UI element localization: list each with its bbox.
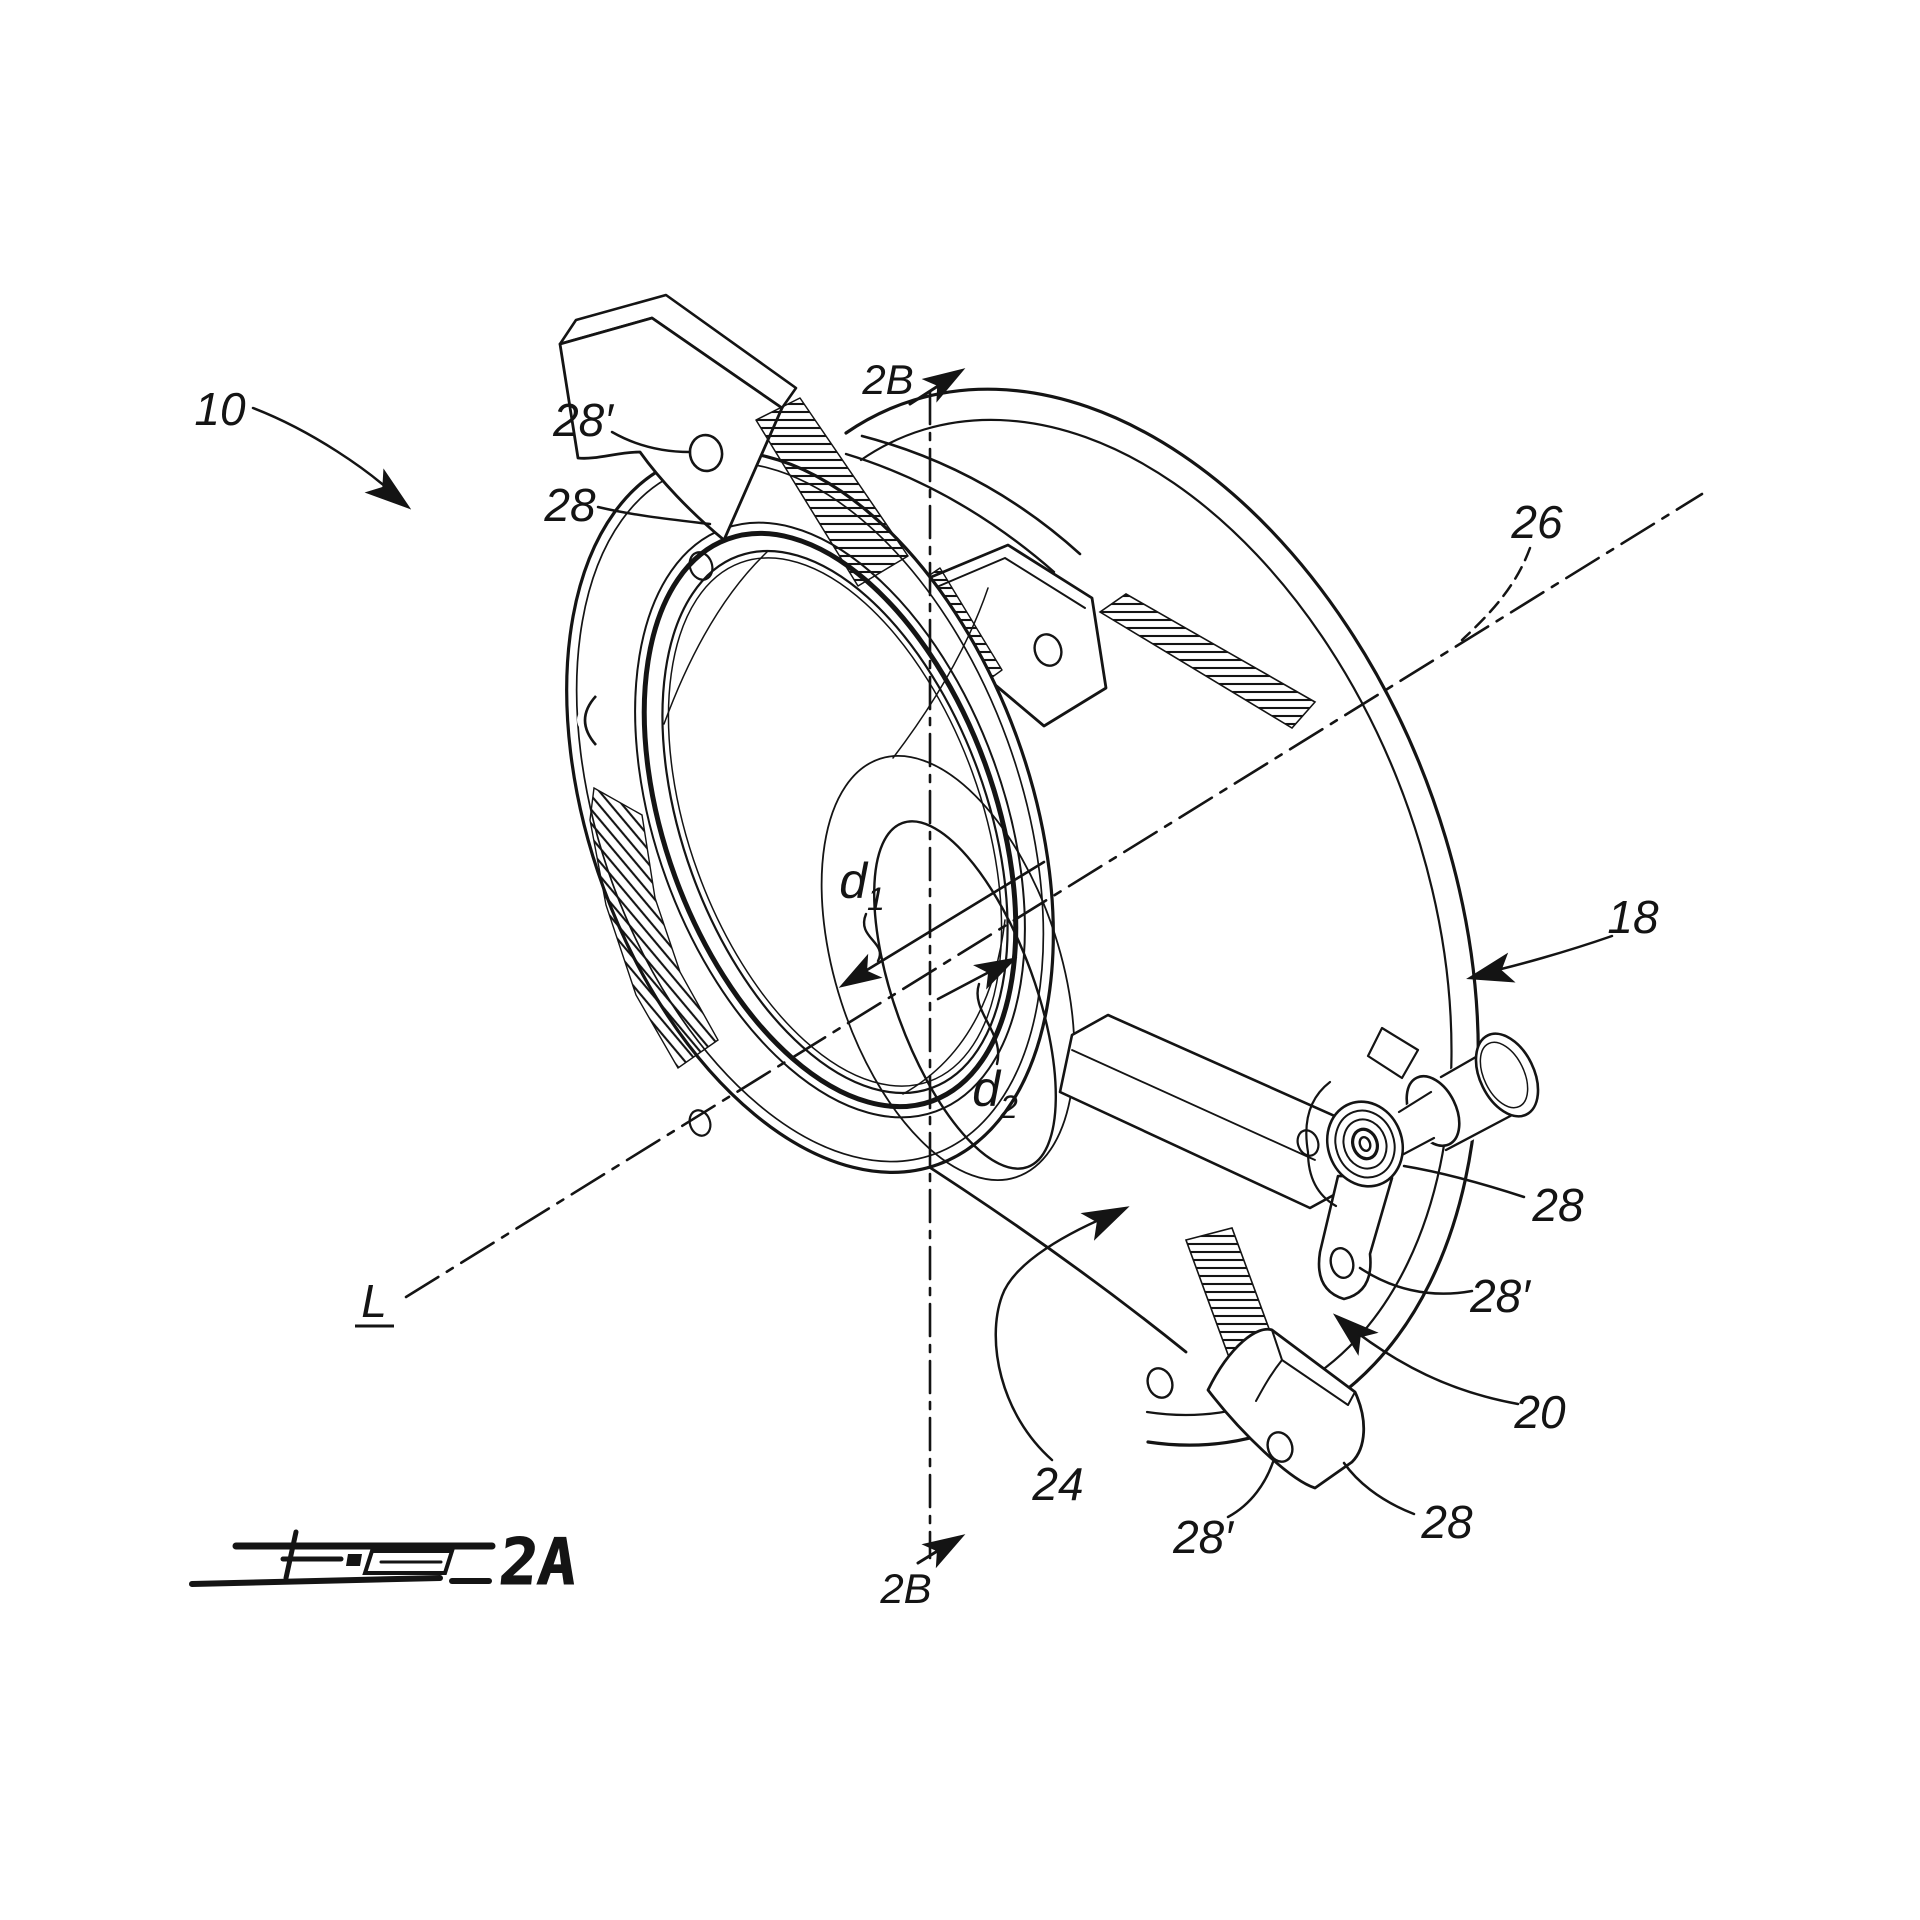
label-2b-bottom: 2B (879, 1565, 931, 1612)
leader-28-right (1402, 1164, 1526, 1199)
clamp-assembly (1058, 1013, 1540, 1301)
label-l-axis: L (361, 1275, 387, 1327)
bottom-mounting-lug (1206, 1327, 1366, 1490)
clamp-lever-arm (1317, 1174, 1394, 1301)
hatch-rear-upper (1098, 593, 1317, 730)
flange-bolt-hole-top (688, 551, 714, 581)
barrel-shoulder-line-2 (844, 452, 1056, 574)
rear-lug-hole (1033, 633, 1063, 667)
barrel-bottom-silhouette (904, 1150, 1188, 1354)
lens-and-bore (663, 551, 1076, 1181)
label-2b-top: 2B (861, 356, 913, 403)
flange-notch-blank (577, 707, 603, 733)
rear-rim-bolt-hole (1146, 1367, 1174, 1399)
lens-curvature-line-upper (663, 551, 768, 725)
top-mounting-tab (558, 293, 909, 587)
fig-i-tick (346, 1554, 362, 1566)
label-d1: d1 (839, 853, 885, 917)
leader-28prime-bottom (1226, 1460, 1275, 1519)
label-28-right: 28 (1531, 1179, 1584, 1231)
label-28prime-right: 28′ (1469, 1270, 1531, 1322)
label-18-housing: 18 (1607, 891, 1659, 943)
lever-end-hole (1329, 1247, 1355, 1279)
rear-ring-inner-edge (859, 418, 1453, 1417)
leader-28-bottom (1342, 1461, 1416, 1516)
flange-bolt-hole-bottom (688, 1109, 712, 1137)
hatch-tab (755, 397, 909, 587)
lens-curvature-line-lower (902, 919, 1006, 1095)
leader-26-phantom (1460, 546, 1532, 642)
callout-labels: 10 2B 28′ 28 26 18 28 28′ 20 24 28′ 28 2… (194, 356, 1659, 1612)
d2-leader-squiggle (976, 982, 1000, 1066)
tab-front-face (558, 316, 784, 542)
label-28prime-bottom: 28′ (1172, 1511, 1234, 1563)
label-d2: d2 (972, 1061, 1018, 1125)
pivot-boss-outer (1325, 1100, 1405, 1188)
callout-leaders (251, 406, 1614, 1519)
knob-end-cap (1474, 1032, 1540, 1118)
label-26-axis: 26 (1510, 496, 1563, 548)
bore-rear-aperture (873, 820, 1057, 1170)
figure-caption: 2A (189, 1525, 581, 1600)
label-10-assembly: 10 (194, 383, 246, 435)
label-28-bottom: 28 (1420, 1496, 1473, 1548)
dimension-arrows (832, 860, 1046, 1066)
bore-front-opening (820, 755, 1076, 1181)
flange-notch (583, 695, 597, 746)
axis-lines (404, 357, 1704, 1568)
d1-dimension-line (842, 860, 1046, 986)
retaining-ring-main (641, 530, 1019, 1110)
label-28prime-top: 28′ (552, 394, 614, 446)
leader-28-top (596, 505, 712, 526)
figure-number: 2A (496, 1525, 581, 1600)
hatch-flange-left (589, 786, 719, 1070)
barrel-shoulder-line-1 (860, 434, 1082, 556)
pivot-bore (1351, 1127, 1379, 1161)
leader-24 (994, 1209, 1122, 1462)
bracket-tang (1366, 1026, 1420, 1080)
barrel-bottom-cone (905, 1150, 1186, 1448)
label-24-lens: 24 (1031, 1458, 1083, 1510)
tab-hole (688, 433, 724, 473)
knob-neck (1397, 1090, 1436, 1157)
bottom-lug-hole (1266, 1431, 1294, 1463)
bracket-hole (1296, 1129, 1320, 1157)
cam-lobe-edge (1305, 1080, 1338, 1208)
fig-g-glyph (362, 1549, 455, 1575)
leader-28prime-right (1358, 1266, 1474, 1295)
leader-28prime-top (610, 430, 692, 454)
label-28-top: 28 (543, 479, 596, 531)
d1-leader-squiggle (862, 912, 882, 963)
bore-cone-line (892, 587, 989, 759)
longitudinal-axis-line (404, 492, 1704, 1299)
label-20-clamp: 20 (1513, 1386, 1566, 1438)
